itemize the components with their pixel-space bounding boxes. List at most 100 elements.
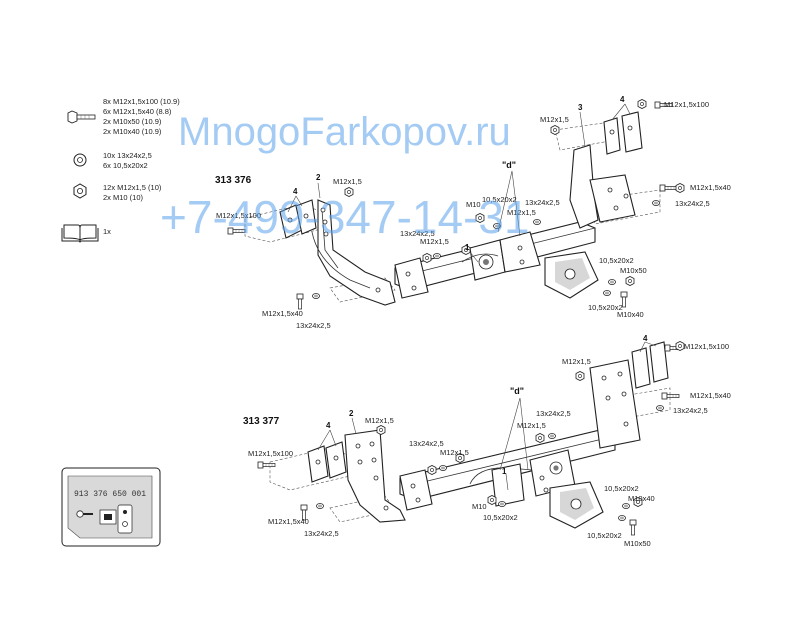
plate-hole — [627, 125, 633, 131]
leader — [579, 111, 586, 147]
part-number: 2 — [316, 173, 321, 182]
bracket-hole — [355, 443, 361, 449]
nut-marker — [675, 341, 685, 351]
washer-marker — [548, 433, 556, 439]
spec-label: 10,5x20x2 — [599, 256, 634, 265]
bolt-spec-1: 8x M12x1,5x100 (10.9) — [103, 97, 180, 106]
washer-marker — [316, 503, 324, 509]
leader — [287, 195, 303, 213]
spec-label: 13x24x2,5 — [536, 409, 571, 418]
kit-card: 913 376 650 001 — [61, 467, 161, 547]
spec-label: 10,5x20x2 — [587, 531, 622, 540]
leader — [317, 429, 337, 451]
leader — [611, 103, 631, 121]
lock-icon-ring — [122, 521, 128, 527]
washer-marker — [533, 219, 541, 225]
right-mount-plate — [589, 174, 636, 223]
kit-number: 913 376 650 001 — [74, 490, 146, 499]
spec-label: M12x1,5x40 — [262, 309, 303, 318]
bracket-hole — [323, 231, 329, 237]
leader — [351, 417, 357, 435]
washer-marker — [439, 465, 447, 471]
spec-label: M10x40 — [617, 310, 644, 319]
plate-hole — [287, 217, 293, 223]
d-label: "d" — [502, 160, 516, 170]
bolt-marker — [296, 293, 304, 310]
nut-icon — [73, 183, 87, 199]
plate-4c — [631, 347, 651, 389]
bracket-hole — [373, 475, 379, 481]
nut-marker — [637, 99, 647, 109]
spec-label: M12x1,5 — [517, 421, 546, 430]
manual-qty: 1x — [103, 227, 111, 236]
washer-marker — [603, 290, 611, 296]
leader — [505, 473, 509, 491]
plate-hole — [623, 193, 629, 199]
spec-label: M12x1,5 — [420, 237, 449, 246]
nut-marker — [625, 276, 635, 286]
bolt-icon — [67, 110, 96, 124]
washer-icon — [73, 153, 87, 167]
spec-label: 13x24x2,5 — [525, 198, 560, 207]
spec-label: 13x24x2,5 — [675, 199, 710, 208]
key-icon — [76, 510, 93, 518]
bolt-spec-4: 2x M10x40 (10.9) — [103, 127, 162, 136]
spec-label: 13x24x2,5 — [409, 439, 444, 448]
plate-hole — [607, 187, 613, 193]
bolt-marker — [661, 392, 680, 400]
washer-marker — [433, 253, 441, 259]
spec-label: M10x50 — [620, 266, 647, 275]
spec-label: M12x1,5 — [333, 177, 362, 186]
left-bracket-edge — [321, 209, 339, 269]
beam-hole — [411, 285, 417, 291]
spec-label: M12x1,5x100 — [216, 211, 261, 220]
spec-label: M10 — [466, 200, 481, 209]
washer-marker — [652, 200, 660, 206]
washer-marker — [656, 405, 664, 411]
bolt-marker — [659, 184, 678, 192]
beam-end-left — [399, 469, 433, 511]
plate-hole — [601, 375, 607, 381]
parts-list: 8x M12x1,5x100 (10.9) 6x M12x1,5x40 (8.8… — [61, 97, 180, 243]
part-number: 4 — [326, 421, 331, 430]
socket-hole — [564, 268, 576, 280]
spec-label: M12x1,5x100 — [664, 100, 709, 109]
right-bracket — [569, 144, 599, 229]
plate-hole — [519, 259, 525, 265]
center-plate-2 — [491, 463, 525, 507]
washer-marker — [618, 515, 626, 521]
spec-label: M12x1,5 — [440, 448, 469, 457]
diagram-title-bottom: 313 377 — [243, 416, 280, 427]
socket-hole — [570, 498, 582, 510]
part-number: 3 — [578, 103, 583, 112]
nut-marker — [535, 433, 545, 443]
plate-hole — [517, 245, 523, 251]
spec-label: M12x1,5x40 — [268, 517, 309, 526]
spec-label: M12x1,5x100 — [684, 342, 729, 351]
nut-marker — [376, 425, 386, 435]
part-number: 2 — [349, 409, 354, 418]
lock-icon-dot — [123, 510, 127, 514]
part-number: 4 — [643, 334, 648, 343]
part-number: 4 — [293, 187, 298, 196]
spec-label: M10x40 — [628, 494, 655, 503]
spec-label: M12x1,5x40 — [690, 391, 731, 400]
watermark: MnogoFarkopov.ru +7-499-347-14-31 — [160, 110, 530, 243]
plate-hole — [539, 475, 545, 481]
nut-marker — [427, 465, 437, 475]
bolt-marker — [257, 461, 276, 469]
spec-label: M12x1,5 — [562, 357, 591, 366]
nut-marker — [422, 253, 432, 263]
kit-symbol-inner — [104, 514, 112, 520]
watermark-phone: +7-499-347-14-31 — [160, 191, 530, 243]
washer-marker — [608, 279, 616, 285]
beam-hole — [410, 483, 416, 489]
ball-hole-inner — [483, 259, 489, 265]
bolt-marker — [629, 519, 637, 536]
spec-label: 13x24x2,5 — [400, 229, 435, 238]
part-number: 1 — [465, 243, 470, 252]
plate-4d — [621, 111, 643, 153]
rod — [311, 231, 371, 289]
bolt-spec-2: 6x M12x1,5x40 (8.8) — [103, 107, 172, 116]
